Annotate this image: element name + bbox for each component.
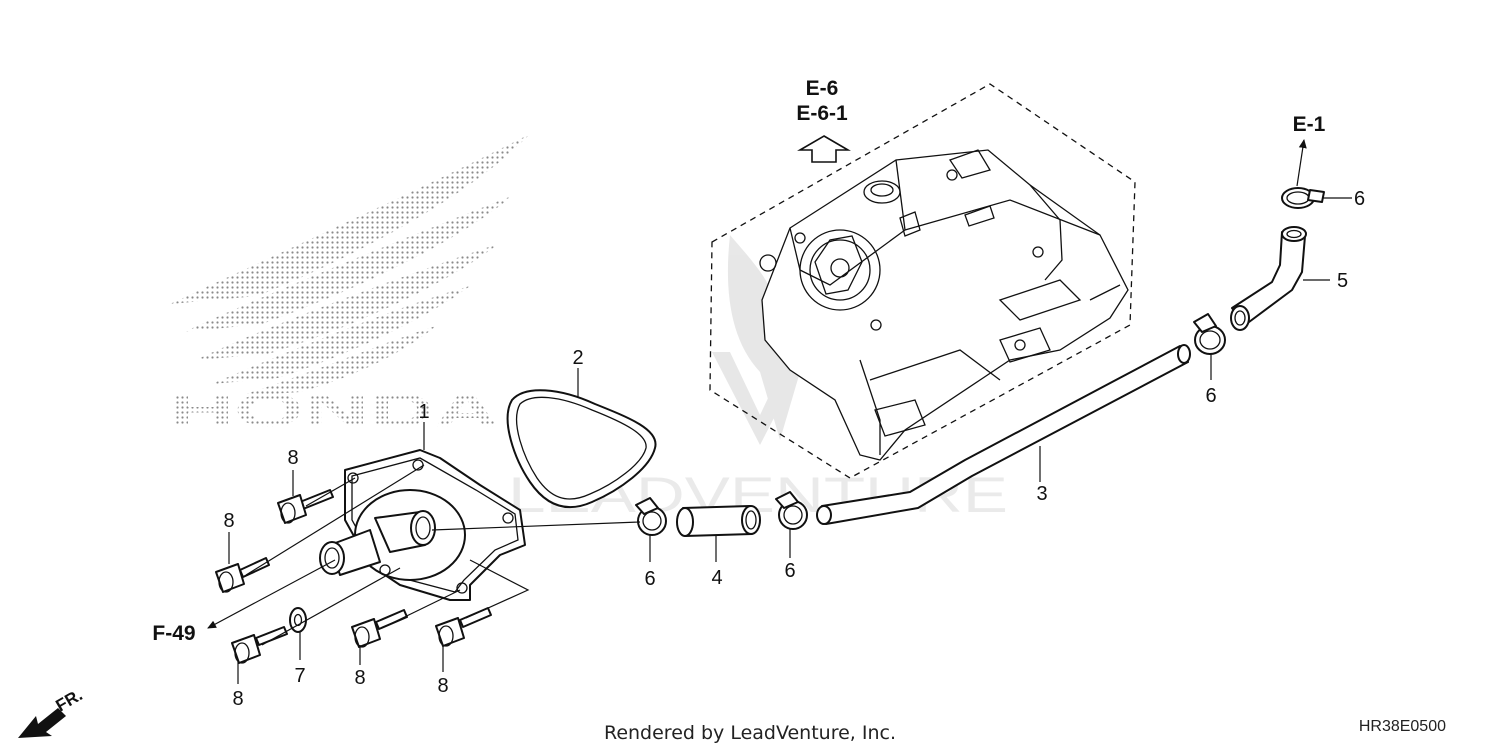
callout-clamp-d: 6 <box>1354 188 1365 210</box>
hose-clamp-part-a <box>635 497 667 536</box>
leader-lines <box>207 139 1352 684</box>
bolt-part-b <box>215 557 270 593</box>
rendered-by-credit: Rendered by LeadVenture, Inc. <box>604 722 896 744</box>
up-outline-arrow-icon <box>797 135 851 163</box>
callout-cover: 1 <box>418 401 429 423</box>
callout-clamp-a: 6 <box>644 568 655 590</box>
hose-clamp-part-b <box>775 491 808 530</box>
leadventure-watermark <box>712 235 818 445</box>
hose-clamp-part-c <box>1193 313 1226 355</box>
front-direction-arrow-icon <box>18 708 66 738</box>
ref-frame-f49: F-49 <box>152 622 195 645</box>
bolt-part-e <box>435 607 492 647</box>
callout-washer: 7 <box>294 665 305 687</box>
callout-clamp-b: 6 <box>784 560 795 582</box>
bent-hose-part <box>1230 226 1307 331</box>
ref-engine-e6: E-6 <box>806 77 839 100</box>
callout-bolt-a: 8 <box>287 447 298 469</box>
callout-long-hose: 3 <box>1036 483 1047 505</box>
long-hose-part <box>816 344 1191 525</box>
honda-wing-logo: HONDA <box>169 134 530 436</box>
bolt-part-c <box>231 626 288 664</box>
callout-clamp-c: 6 <box>1205 385 1216 407</box>
short-hose-part <box>676 505 761 537</box>
water-pump-cover-part <box>319 449 526 601</box>
diagram-code: HR38E0500 <box>1359 718 1446 735</box>
honda-wordmark: HONDA <box>169 384 499 436</box>
callout-bolt-c: 8 <box>232 688 243 710</box>
washer-part <box>289 607 307 633</box>
callout-bolt-b: 8 <box>223 510 234 532</box>
callout-bolt-d: 8 <box>354 667 365 689</box>
hose-clamp-part-d <box>1281 187 1325 209</box>
bolt-part-d <box>351 609 408 648</box>
ref-engine-e6-1: E-6-1 <box>796 102 848 125</box>
callout-short-hose: 4 <box>711 567 722 589</box>
engine-case-reference <box>709 83 1136 479</box>
callout-o-ring: 2 <box>572 347 583 369</box>
callout-bent-hose: 5 <box>1337 270 1348 292</box>
ref-outlet-e1: E-1 <box>1293 113 1326 136</box>
callout-bolt-e: 8 <box>437 675 448 697</box>
